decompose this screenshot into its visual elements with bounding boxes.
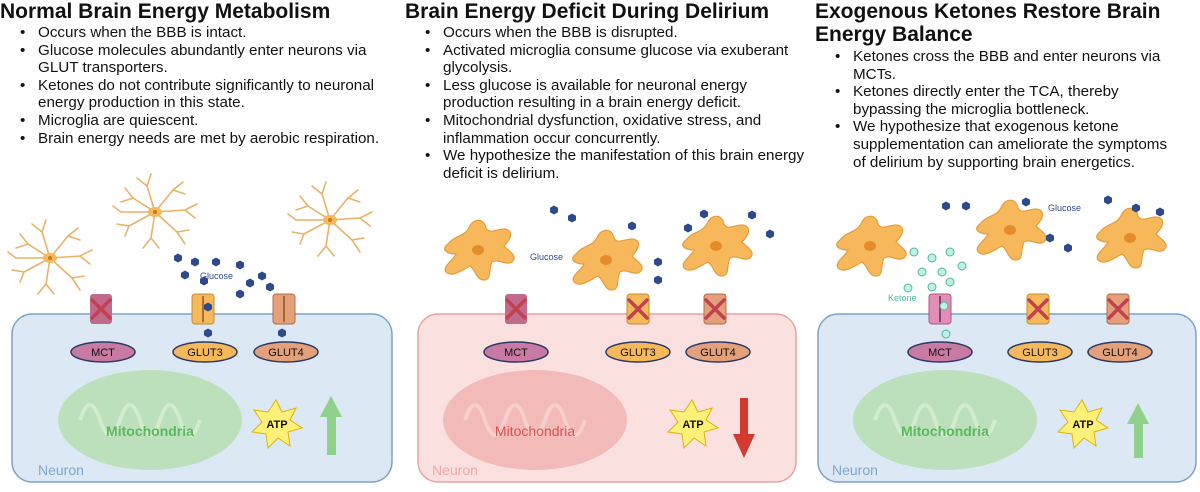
panel-title-text: Exogenous Ketones Restore Brain Energy B…: [815, 0, 1161, 46]
bullet-list: Occurs when the BBB is intact. Glucose m…: [0, 24, 392, 147]
panel-energy-deficit: Brain Energy Deficit During Delirium Occ…: [405, 0, 805, 492]
panel-title: Normal Brain Energy Metabolism: [0, 0, 331, 23]
bullet-item: Glucose molecules abundantly enter neuro…: [20, 42, 392, 77]
panel-title: Exogenous Ketones Restore Brain Energy B…: [815, 0, 1175, 46]
bullet-list: Ketones cross the BBB and enter neurons …: [815, 48, 1180, 171]
bullet-item: Mitochondrial dysfunction, oxidative str…: [425, 112, 805, 147]
bullet-item: Ketones cross the BBB and enter neurons …: [835, 48, 1180, 83]
panel-title: Brain Energy Deficit During Delirium: [405, 0, 770, 23]
panel-ketones-restore: Exogenous Ketones Restore Brain Energy B…: [815, 0, 1200, 492]
panel-normal-metabolism: Normal Brain Energy Metabolism Occurs wh…: [0, 0, 400, 492]
bullet-item: We hypothesize the manifestation of this…: [425, 147, 805, 182]
bullet-list: Occurs when the BBB is disrupted. Activa…: [405, 24, 805, 182]
bullet-item: Activated microglia consume glucose via …: [425, 42, 805, 77]
bullet-item: Brain energy needs are met by aerobic re…: [20, 130, 392, 148]
bullet-item: Occurs when the BBB is disrupted.: [425, 24, 805, 42]
bullet-item: Occurs when the BBB is intact.: [20, 24, 392, 42]
bullet-item: We hypothesize that exogenous ketone sup…: [835, 118, 1180, 171]
bullet-item: Ketones do not contribute significantly …: [20, 77, 392, 112]
bullet-item: Less glucose is available for neuronal e…: [425, 77, 805, 112]
bullet-item: Ketones directly enter the TCA, thereby …: [835, 83, 1180, 118]
bullet-item: Microglia are quiescent.: [20, 112, 392, 130]
